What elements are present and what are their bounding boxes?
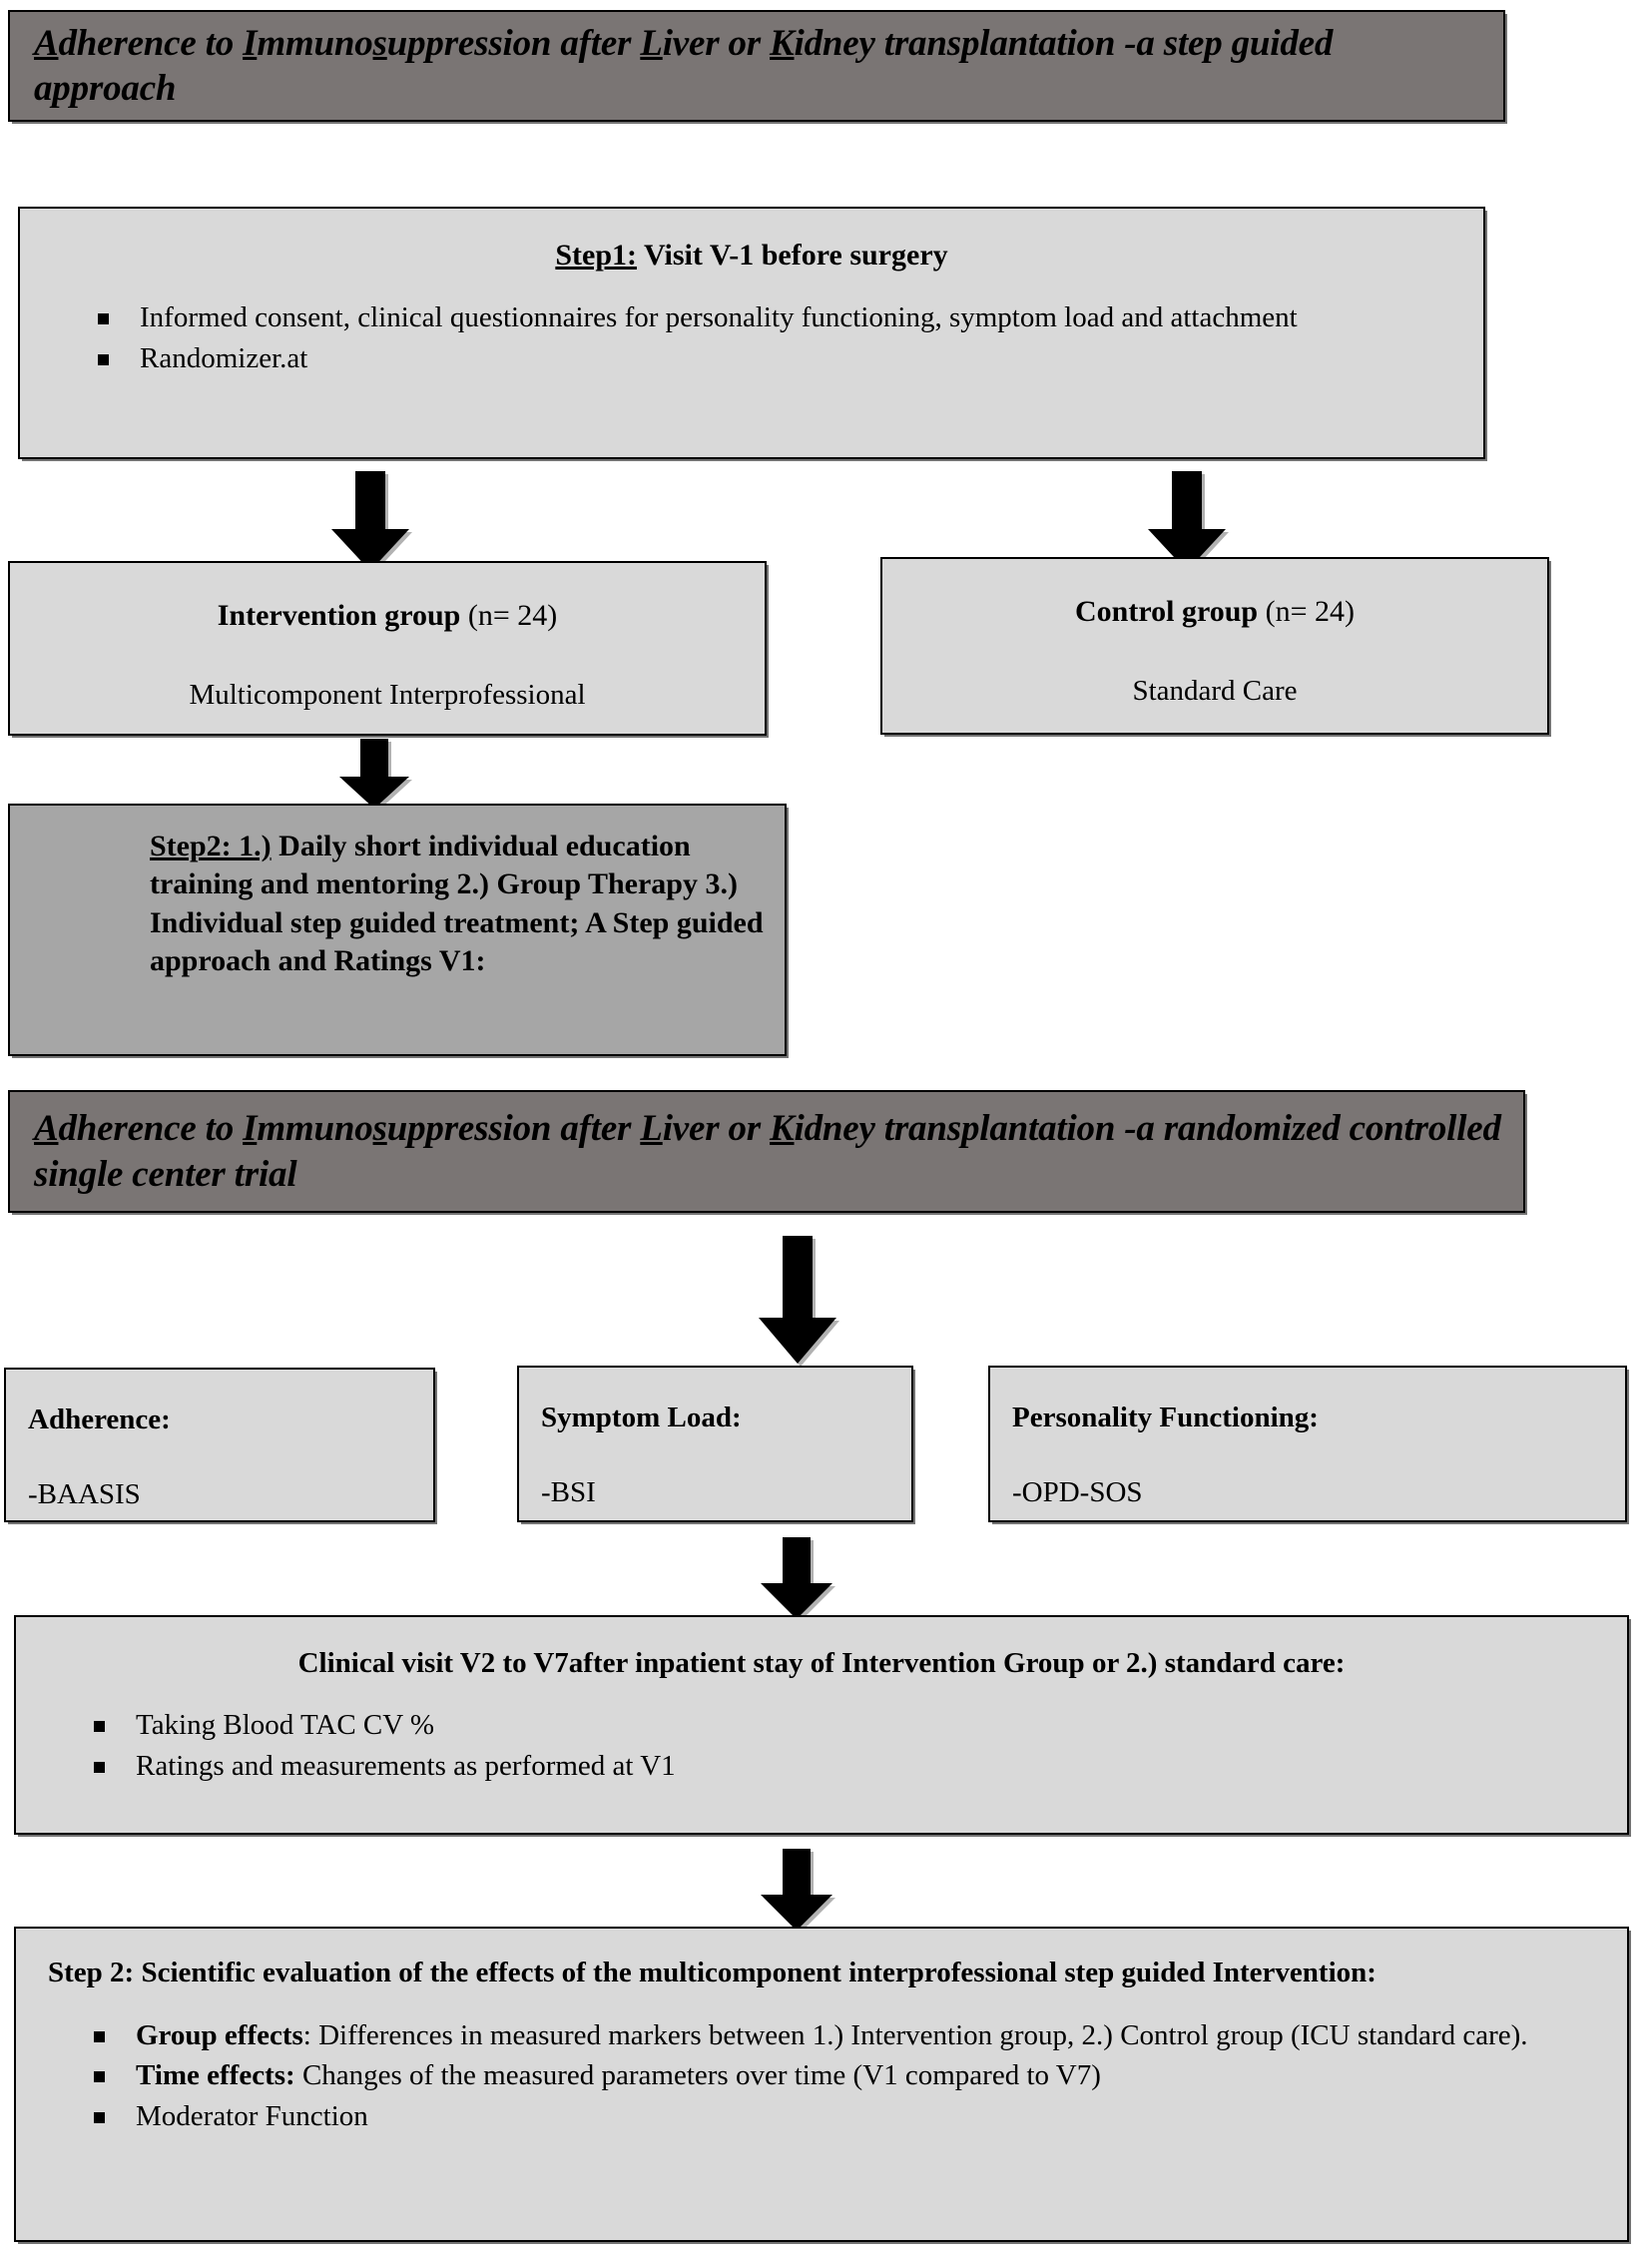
measure-heading: Adherence: xyxy=(28,1404,171,1435)
bullet-bold: Group effects xyxy=(136,2018,303,2051)
final-evaluation-heading: Step 2: Scientific evaluation of the eff… xyxy=(48,1957,1377,1988)
down-arrow-icon xyxy=(759,1236,836,1364)
banner-title-2: Adherence to Immunosuppression after Liv… xyxy=(8,1090,1525,1213)
arrow-clinical-visit-to-final xyxy=(761,1849,832,1931)
control-group-title-bold: Control group xyxy=(1075,595,1259,628)
measure-box-adherence: Adherence: -BAASIS xyxy=(4,1368,435,1522)
list-item: Randomizer.at xyxy=(98,339,1447,378)
banner-title-1-text: Adherence to Immunosuppression after Liv… xyxy=(34,22,1334,109)
step1-heading-rest: Visit V-1 before surgery xyxy=(637,239,948,272)
arrow-banner2-to-measures xyxy=(759,1236,836,1364)
list-item: Time effects: Changes of the measured pa… xyxy=(94,2056,1567,2095)
measure-value: -OPD-SOS xyxy=(1012,1476,1143,1508)
down-arrow-icon xyxy=(339,739,409,809)
bullet-bold: Time effects: xyxy=(136,2059,295,2092)
arrow-measures-to-clinical-visit xyxy=(761,1537,832,1619)
intervention-group-subtitle: Multicomponent Interprofessional xyxy=(189,679,586,711)
final-evaluation-bullet-list: Group effects: Differences in measured m… xyxy=(16,2016,1627,2136)
list-item: Taking Blood TAC CV % xyxy=(94,1706,1591,1745)
bullet-rest: : Differences in measured markers betwee… xyxy=(302,2018,1528,2051)
bullet-rest: Changes of the measured parameters over … xyxy=(294,2059,1101,2092)
control-group-subtitle: Standard Care xyxy=(1132,675,1298,707)
measure-value: -BSI xyxy=(541,1476,596,1508)
list-item: Moderator Function xyxy=(94,2097,1567,2136)
measure-box-personality-functioning: Personality Functioning: -OPD-SOS xyxy=(988,1366,1627,1522)
intervention-group-title-bold: Intervention group xyxy=(217,599,461,632)
step2-body: Daily short individual education trainin… xyxy=(150,830,764,978)
down-arrow-icon xyxy=(1148,471,1226,571)
intervention-group-title: Intervention group (n= 24) xyxy=(10,599,765,633)
list-item: Group effects: Differences in measured m… xyxy=(94,2016,1567,2055)
measure-heading: Personality Functioning: xyxy=(1012,1402,1319,1433)
arrow-intervention-to-step2 xyxy=(339,739,409,809)
list-item: Ratings and measurements as performed at… xyxy=(94,1747,1591,1786)
final-evaluation-box: Step 2: Scientific evaluation of the eff… xyxy=(14,1927,1629,2242)
control-group-title-rest: (n= 24) xyxy=(1258,595,1355,628)
clinical-visit-box: Clinical visit V2 to V7after inpatient s… xyxy=(14,1615,1629,1835)
step2-box: Step2: 1.) Daily short individual educat… xyxy=(8,804,787,1056)
step1-bullet-list: Informed consent, clinical questionnaire… xyxy=(20,298,1483,377)
measure-heading: Symptom Load: xyxy=(541,1402,742,1433)
intervention-group-box: Intervention group (n= 24) Multicomponen… xyxy=(8,561,767,736)
down-arrow-icon xyxy=(331,471,409,571)
step1-box: Step1: Visit V-1 before surgery Informed… xyxy=(18,207,1485,459)
step2-label: Step2: 1.) xyxy=(150,830,272,862)
down-arrow-icon xyxy=(761,1537,832,1619)
arrow-step1-to-intervention xyxy=(331,471,409,571)
down-arrow-icon xyxy=(761,1849,832,1931)
control-group-title: Control group (n= 24) xyxy=(882,595,1547,629)
clinical-visit-heading: Clinical visit V2 to V7after inpatient s… xyxy=(297,1647,1346,1679)
banner-title-2-text: Adherence to Immunosuppression after Liv… xyxy=(34,1108,1501,1195)
step2-text: Step2: 1.) Daily short individual educat… xyxy=(10,806,785,991)
bullet-rest: Moderator Function xyxy=(136,2099,368,2132)
arrow-step1-to-control xyxy=(1148,471,1226,571)
step1-heading-underlined: Step1: xyxy=(555,239,638,272)
control-group-box: Control group (n= 24) Standard Care xyxy=(880,557,1549,735)
list-item: Informed consent, clinical questionnaire… xyxy=(98,298,1447,337)
measure-value: -BAASIS xyxy=(28,1478,141,1510)
clinical-visit-bullet-list: Taking Blood TAC CV % Ratings and measur… xyxy=(16,1706,1627,1785)
measure-box-symptom-load: Symptom Load: -BSI xyxy=(517,1366,913,1522)
intervention-group-title-rest: (n= 24) xyxy=(460,599,558,632)
step1-heading: Step1: Visit V-1 before surgery xyxy=(20,239,1483,273)
banner-title-1: Adherence to Immunosuppression after Liv… xyxy=(8,10,1505,122)
